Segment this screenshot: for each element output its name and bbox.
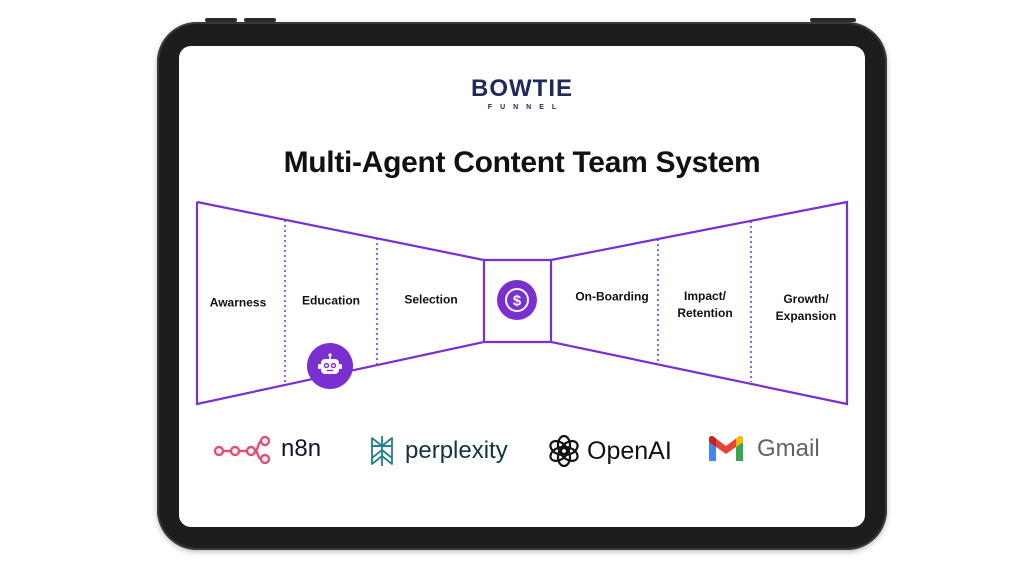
- bowtie-logo: BOWTIE FUNNEL: [179, 75, 865, 112]
- perplexity-icon: [371, 436, 393, 466]
- brand-gmail: Gmail: [707, 434, 820, 464]
- brand-perplexity: perplexity: [367, 434, 508, 468]
- stage-awareness: Awarness: [209, 295, 267, 310]
- page-title: Multi-Agent Content Team System: [283, 146, 761, 179]
- tablet-screen: BOWTIE FUNNEL Multi-Agent Content Team S…: [179, 46, 865, 527]
- tablet-power-button: [810, 18, 856, 22]
- brand-n8n-label: n8n: [281, 435, 322, 462]
- stage-growth-expansion: Growth/ Expansion: [775, 292, 837, 323]
- logo-main-text: BOWTIE: [471, 75, 573, 102]
- tablet-button: [205, 18, 237, 22]
- robot-icon: [318, 353, 342, 374]
- brand-n8n: n8n: [213, 434, 321, 464]
- gmail-icon: [709, 435, 743, 461]
- tablet-button: [244, 18, 276, 22]
- robot-badge: [307, 343, 353, 389]
- bowtie-funnel-diagram: [195, 200, 849, 406]
- funnel-right-outline: [549, 200, 849, 406]
- stage-selection: Selection: [404, 292, 458, 307]
- stage-education: Education: [301, 293, 361, 308]
- brand-openai: OpenAI: [547, 434, 672, 468]
- dollar-badge: $: [497, 280, 537, 320]
- stage-impact-retention: Impact/ Retention: [677, 289, 733, 320]
- n8n-icon: [213, 435, 271, 464]
- dollar-icon: $: [505, 288, 529, 312]
- svg-text:$: $: [513, 293, 522, 310]
- integrations-row: n8n perplexity: [179, 426, 865, 476]
- brand-gmail-label: Gmail: [757, 435, 820, 462]
- logo-sub-text: FUNNEL: [487, 104, 565, 111]
- brand-perplexity-label: perplexity: [405, 437, 508, 464]
- stage-onboarding: On-Boarding: [575, 289, 649, 304]
- openai-icon: [549, 434, 579, 468]
- brand-openai-label: OpenAI: [587, 436, 672, 465]
